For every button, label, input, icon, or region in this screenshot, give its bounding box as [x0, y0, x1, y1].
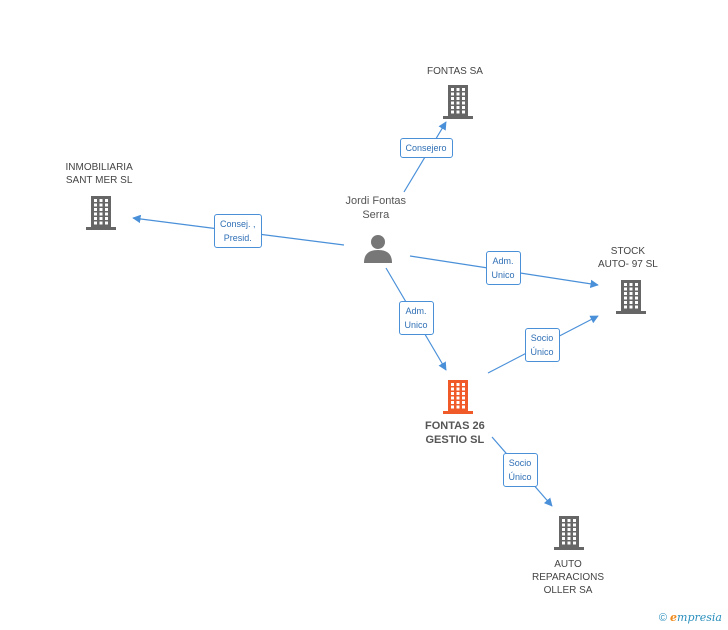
building-icon[interactable] [443, 85, 473, 124]
edge-label[interactable]: Adm.Unico [398, 301, 434, 335]
building-icon[interactable] [616, 280, 646, 319]
copyright-footer: © empresia [659, 611, 722, 624]
person-icon[interactable] [363, 233, 393, 268]
building-icon[interactable] [554, 516, 584, 555]
building-icon[interactable] [443, 380, 473, 419]
brand-logo-text: mpresia [677, 611, 722, 624]
copyright-symbol: © [658, 612, 667, 624]
building-icon[interactable] [86, 196, 116, 235]
brand-logo-initial: e [670, 611, 678, 624]
node-label-fontas_sa[interactable]: FONTAS SA [427, 65, 483, 77]
edge-label[interactable]: Consej. ,Presid. [214, 214, 262, 248]
edge-label[interactable]: Adm.Unico [485, 251, 521, 285]
edge-label[interactable]: Consejero [399, 138, 453, 158]
